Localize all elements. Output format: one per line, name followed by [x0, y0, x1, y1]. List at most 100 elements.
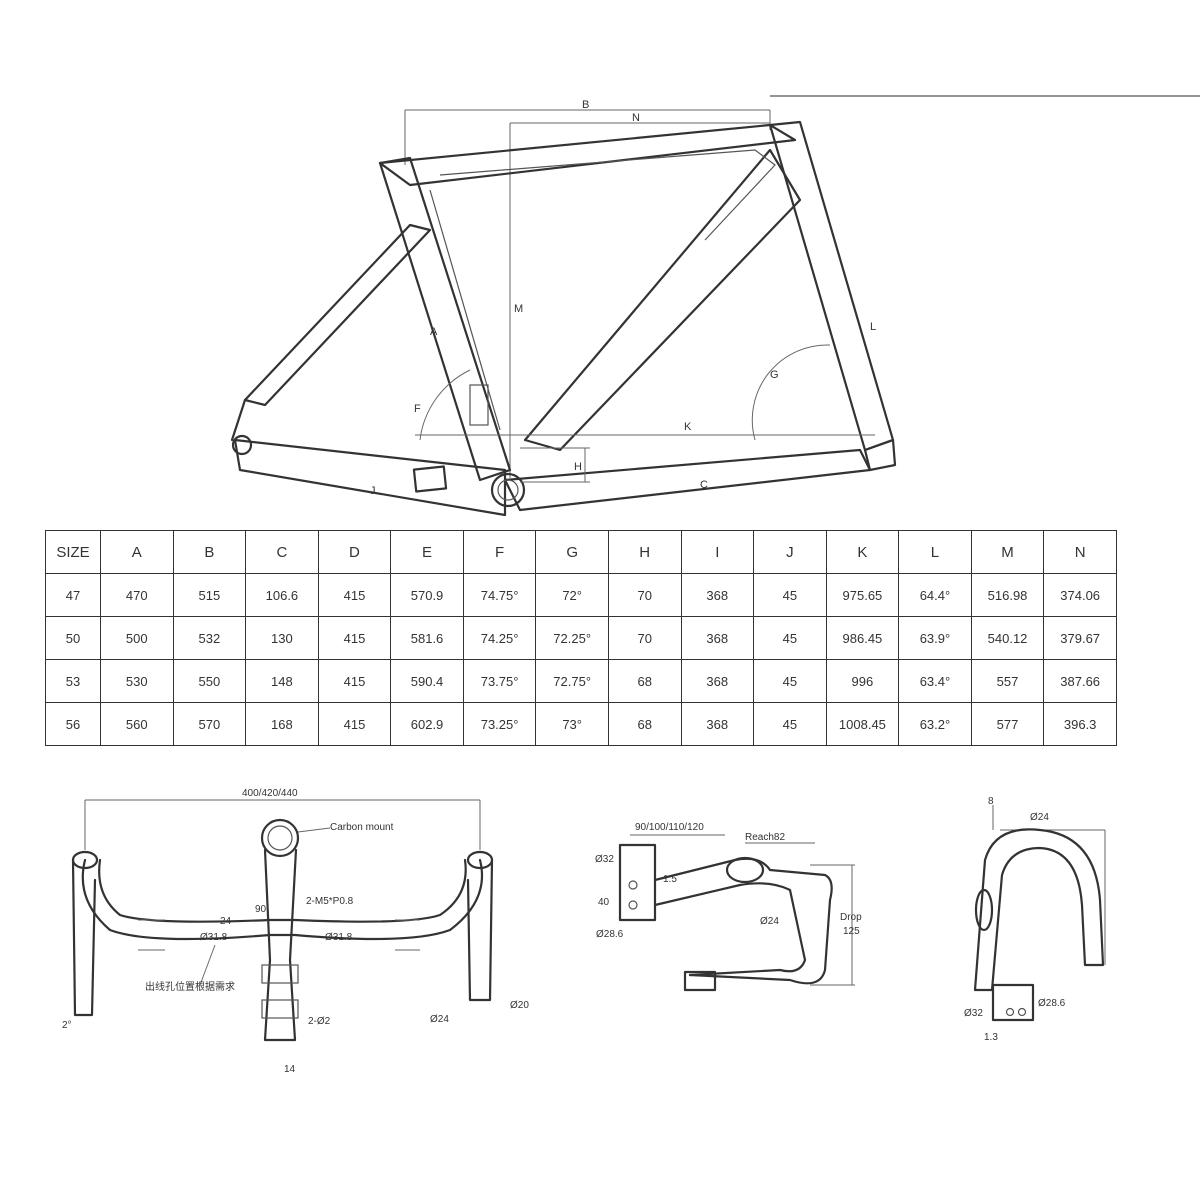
table-header-d: D — [317, 530, 392, 574]
bottom-label: 14 — [284, 1064, 296, 1075]
dim-label-a: A — [430, 326, 438, 338]
table-cell: 72.25° — [535, 616, 609, 660]
table-cell: 415 — [317, 573, 392, 617]
table-cell: 73.25° — [462, 702, 537, 746]
table-cell: 540.12 — [970, 616, 1045, 660]
table-header-n: N — [1043, 530, 1117, 574]
bar-width-label: 400/420/440 — [242, 788, 298, 799]
table-cell: 70 — [607, 616, 682, 660]
table-cell: 68 — [607, 702, 682, 746]
side-d15: 1.5 — [663, 874, 677, 885]
dim-label-k: K — [684, 421, 692, 433]
table-cell: 470 — [100, 573, 174, 617]
table-header-a: A — [100, 530, 174, 574]
profile-d24: Ø24 — [1030, 812, 1049, 823]
table-cell: 74.75° — [462, 573, 537, 617]
table-cell: 415 — [317, 702, 392, 746]
table-cell: 368 — [680, 616, 755, 660]
side-drop: Drop — [840, 912, 862, 923]
table-cell: 560 — [100, 702, 174, 746]
table-cell: 515 — [172, 573, 247, 617]
dia-right-label: Ø31.8 — [325, 932, 353, 943]
dia-left-label: Ø31.8 — [200, 932, 228, 943]
frame-geometry-drawing: B N M K F G L A H C J — [230, 95, 1200, 517]
table-header-j: J — [753, 530, 827, 574]
table-cell: 570 — [172, 702, 247, 746]
dim-label-h: H — [574, 461, 582, 473]
bolt2-label: 2-Ø2 — [308, 1016, 331, 1027]
table-cell: 516.98 — [970, 573, 1045, 617]
table-cell: 550 — [172, 659, 247, 703]
dim-label-n: N — [632, 112, 640, 124]
table-cell: 557 — [970, 659, 1045, 703]
table-cell: 530 — [100, 659, 174, 703]
table-cell: 73° — [535, 702, 609, 746]
dim-label-m: M — [514, 303, 523, 315]
table-cell: 68 — [607, 659, 682, 703]
table-header-k: K — [825, 530, 900, 574]
profile-d32: Ø32 — [964, 1008, 983, 1019]
bolt-label: 2-M5*P0.8 — [306, 896, 354, 907]
table-cell: 602.9 — [390, 702, 464, 746]
table-header-e: E — [390, 530, 464, 574]
profile-d8: 8 — [988, 796, 994, 807]
dim-label-g: G — [770, 369, 779, 381]
table-cell: 72.75° — [535, 659, 609, 703]
side-d32: Ø32 — [595, 854, 614, 865]
table-cell: 590.4 — [390, 659, 464, 703]
table-header-i: I — [680, 530, 755, 574]
side-d286: Ø28.6 — [596, 929, 624, 940]
table-cell: 45 — [753, 573, 827, 617]
len-90-label: 90 — [255, 904, 267, 915]
table-cell: 45 — [753, 702, 827, 746]
table-cell: 106.6 — [245, 573, 319, 617]
bar-24-label: Ø24 — [430, 1014, 449, 1025]
side-drop-val: 125 — [843, 926, 860, 937]
dim-label-j: J — [370, 485, 376, 497]
table-cell: 45 — [753, 616, 827, 660]
table-cell: 1008.45 — [825, 702, 900, 746]
reach-label: Reach82 — [745, 832, 785, 843]
table-cell: 64.4° — [898, 573, 972, 617]
table-cell: 56 — [45, 702, 101, 746]
profile-d13: 1.3 — [984, 1032, 998, 1043]
table-cell: 53 — [45, 659, 101, 703]
bar-20-label: Ø20 — [510, 1000, 529, 1011]
dim-label-l: L — [870, 321, 876, 333]
table-cell: 986.45 — [825, 616, 900, 660]
table-cell: 45 — [753, 659, 827, 703]
table-cell: 577 — [970, 702, 1045, 746]
table-cell: 581.6 — [390, 616, 464, 660]
table-cell: 63.2° — [898, 702, 972, 746]
table-cell: 500 — [100, 616, 174, 660]
deg-label: 2° — [62, 1020, 72, 1031]
table-cell: 396.3 — [1043, 702, 1117, 746]
table-cell: 47 — [45, 573, 101, 617]
dim-label-b: B — [582, 99, 589, 111]
table-header-l: L — [898, 530, 972, 574]
stem-lengths-label: 90/100/110/120 — [635, 822, 704, 833]
table-header-size: SIZE — [45, 530, 101, 574]
table-cell: 975.65 — [825, 573, 900, 617]
side-d24: Ø24 — [760, 916, 779, 927]
table-cell: 387.66 — [1043, 659, 1117, 703]
table-cell: 368 — [680, 659, 755, 703]
profile-d286: Ø28.6 — [1038, 998, 1066, 1009]
carbon-mount-label: Carbon mount — [330, 822, 394, 833]
table-cell: 570.9 — [390, 573, 464, 617]
dim-label-c: C — [700, 479, 708, 491]
chinese-note: 出线孔位置根据需求 — [145, 980, 235, 993]
dim-label-f: F — [414, 403, 421, 415]
dim-24-label: 24 — [220, 916, 232, 927]
side-d40: 40 — [598, 897, 610, 908]
table-cell: 532 — [172, 616, 247, 660]
